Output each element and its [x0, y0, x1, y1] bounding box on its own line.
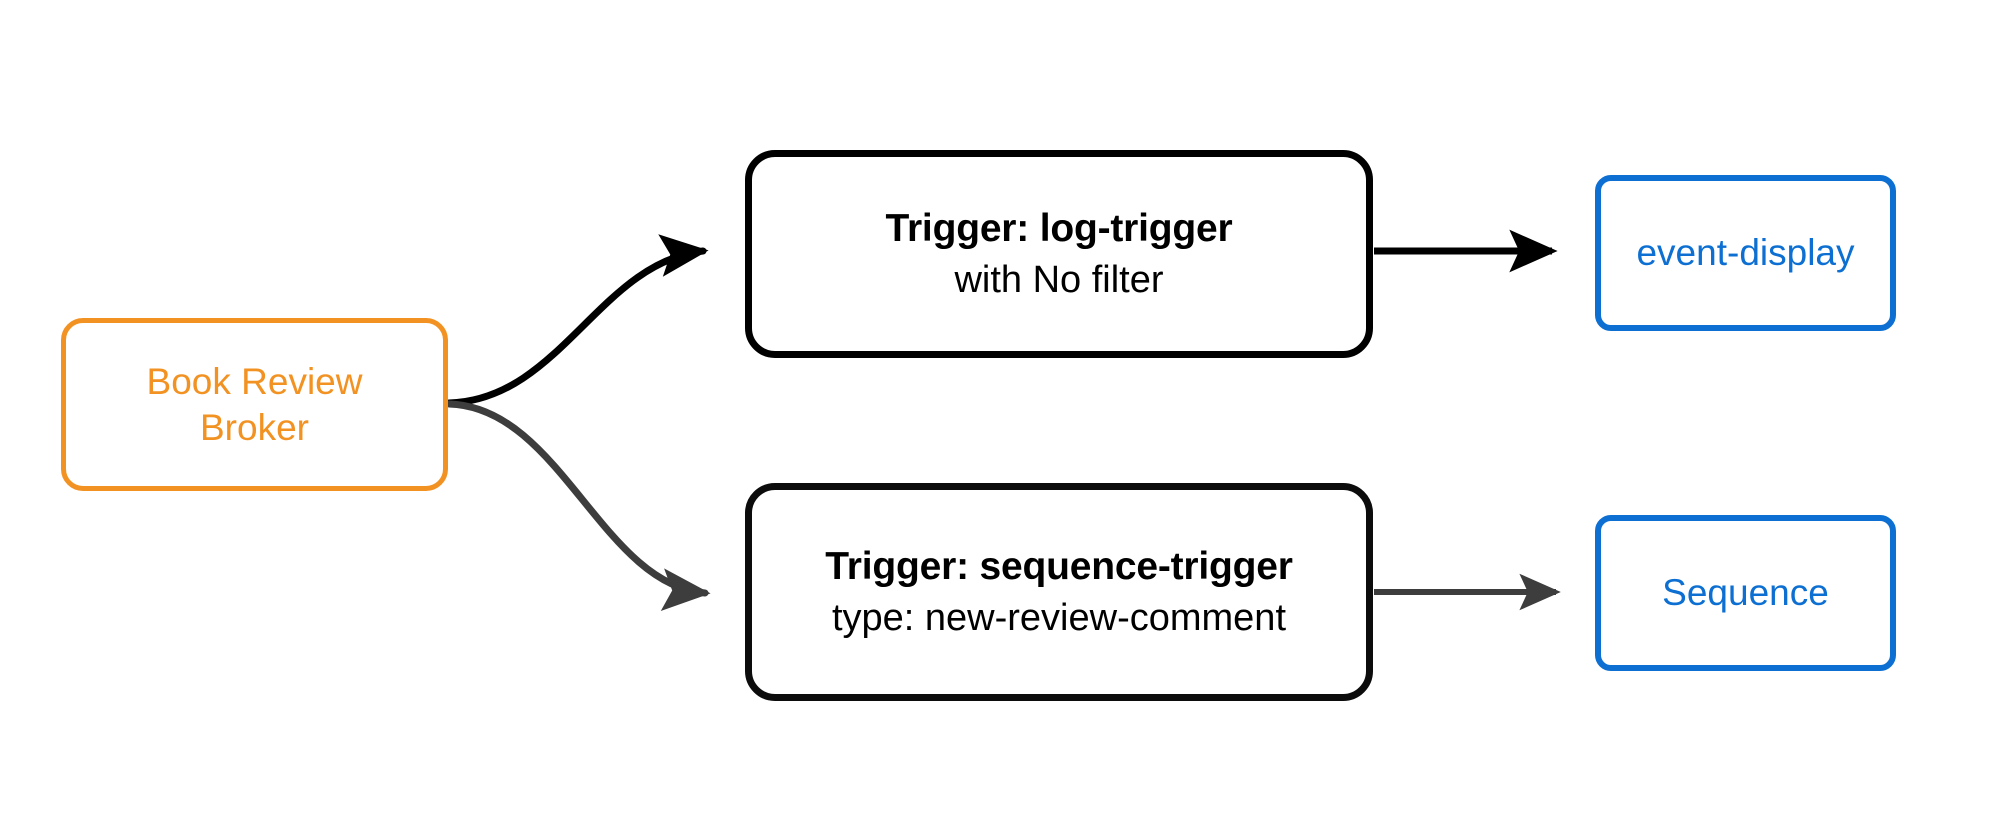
broker-label-line-2: Broker: [200, 406, 309, 448]
sequence-trigger-title: Trigger: sequence-trigger: [825, 545, 1293, 589]
sequence-label: Sequence: [1662, 572, 1829, 614]
node-sequence-trigger[interactable]: Trigger: sequence-trigger type: new-revi…: [745, 483, 1373, 701]
node-event-display[interactable]: event-display: [1595, 175, 1896, 331]
edge-broker-to-log-trigger: [445, 234, 709, 407]
broker-label-line-1: Book Review: [146, 361, 363, 403]
node-book-review-broker[interactable]: Book Review Broker: [61, 318, 448, 491]
edge-broker-to-sequence-trigger: [445, 400, 711, 611]
log-trigger-subtitle: with No filter: [954, 258, 1164, 301]
event-display-label: event-display: [1636, 232, 1855, 274]
node-sequence[interactable]: Sequence: [1595, 515, 1896, 671]
node-log-trigger[interactable]: Trigger: log-trigger with No filter: [745, 150, 1373, 358]
sequence-trigger-subtitle: type: new-review-comment: [831, 596, 1287, 639]
log-trigger-title: Trigger: log-trigger: [885, 207, 1233, 251]
